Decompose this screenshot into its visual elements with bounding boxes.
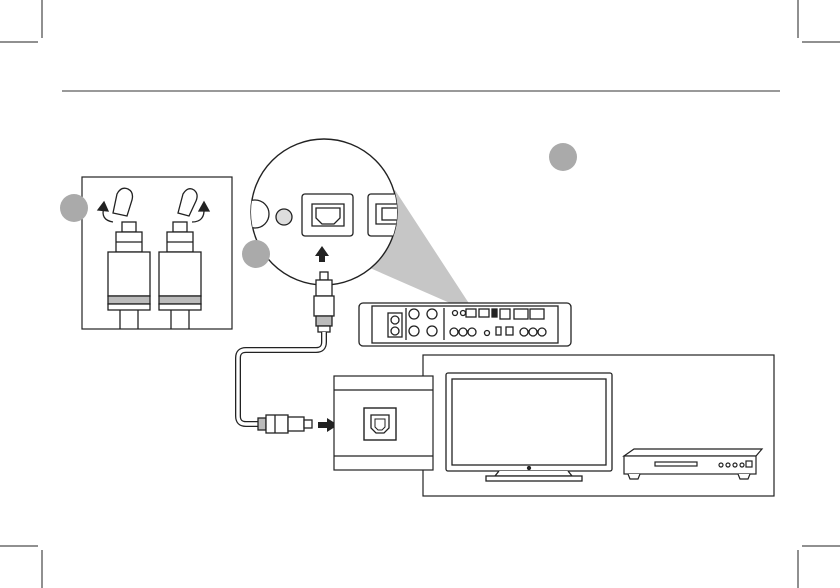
step-2-badge: [242, 240, 270, 268]
panel-cable-caps: [82, 177, 232, 329]
optical-cable: [238, 272, 338, 433]
tv-panel: [423, 355, 774, 496]
optical-port-icon: [302, 194, 353, 236]
television: [446, 373, 612, 481]
step-1-badge: [60, 194, 88, 222]
tv-optical-input: [334, 376, 433, 470]
audio-receiver: [359, 303, 571, 346]
step-3-badge: [549, 143, 577, 171]
blu-ray-player: [624, 449, 762, 479]
